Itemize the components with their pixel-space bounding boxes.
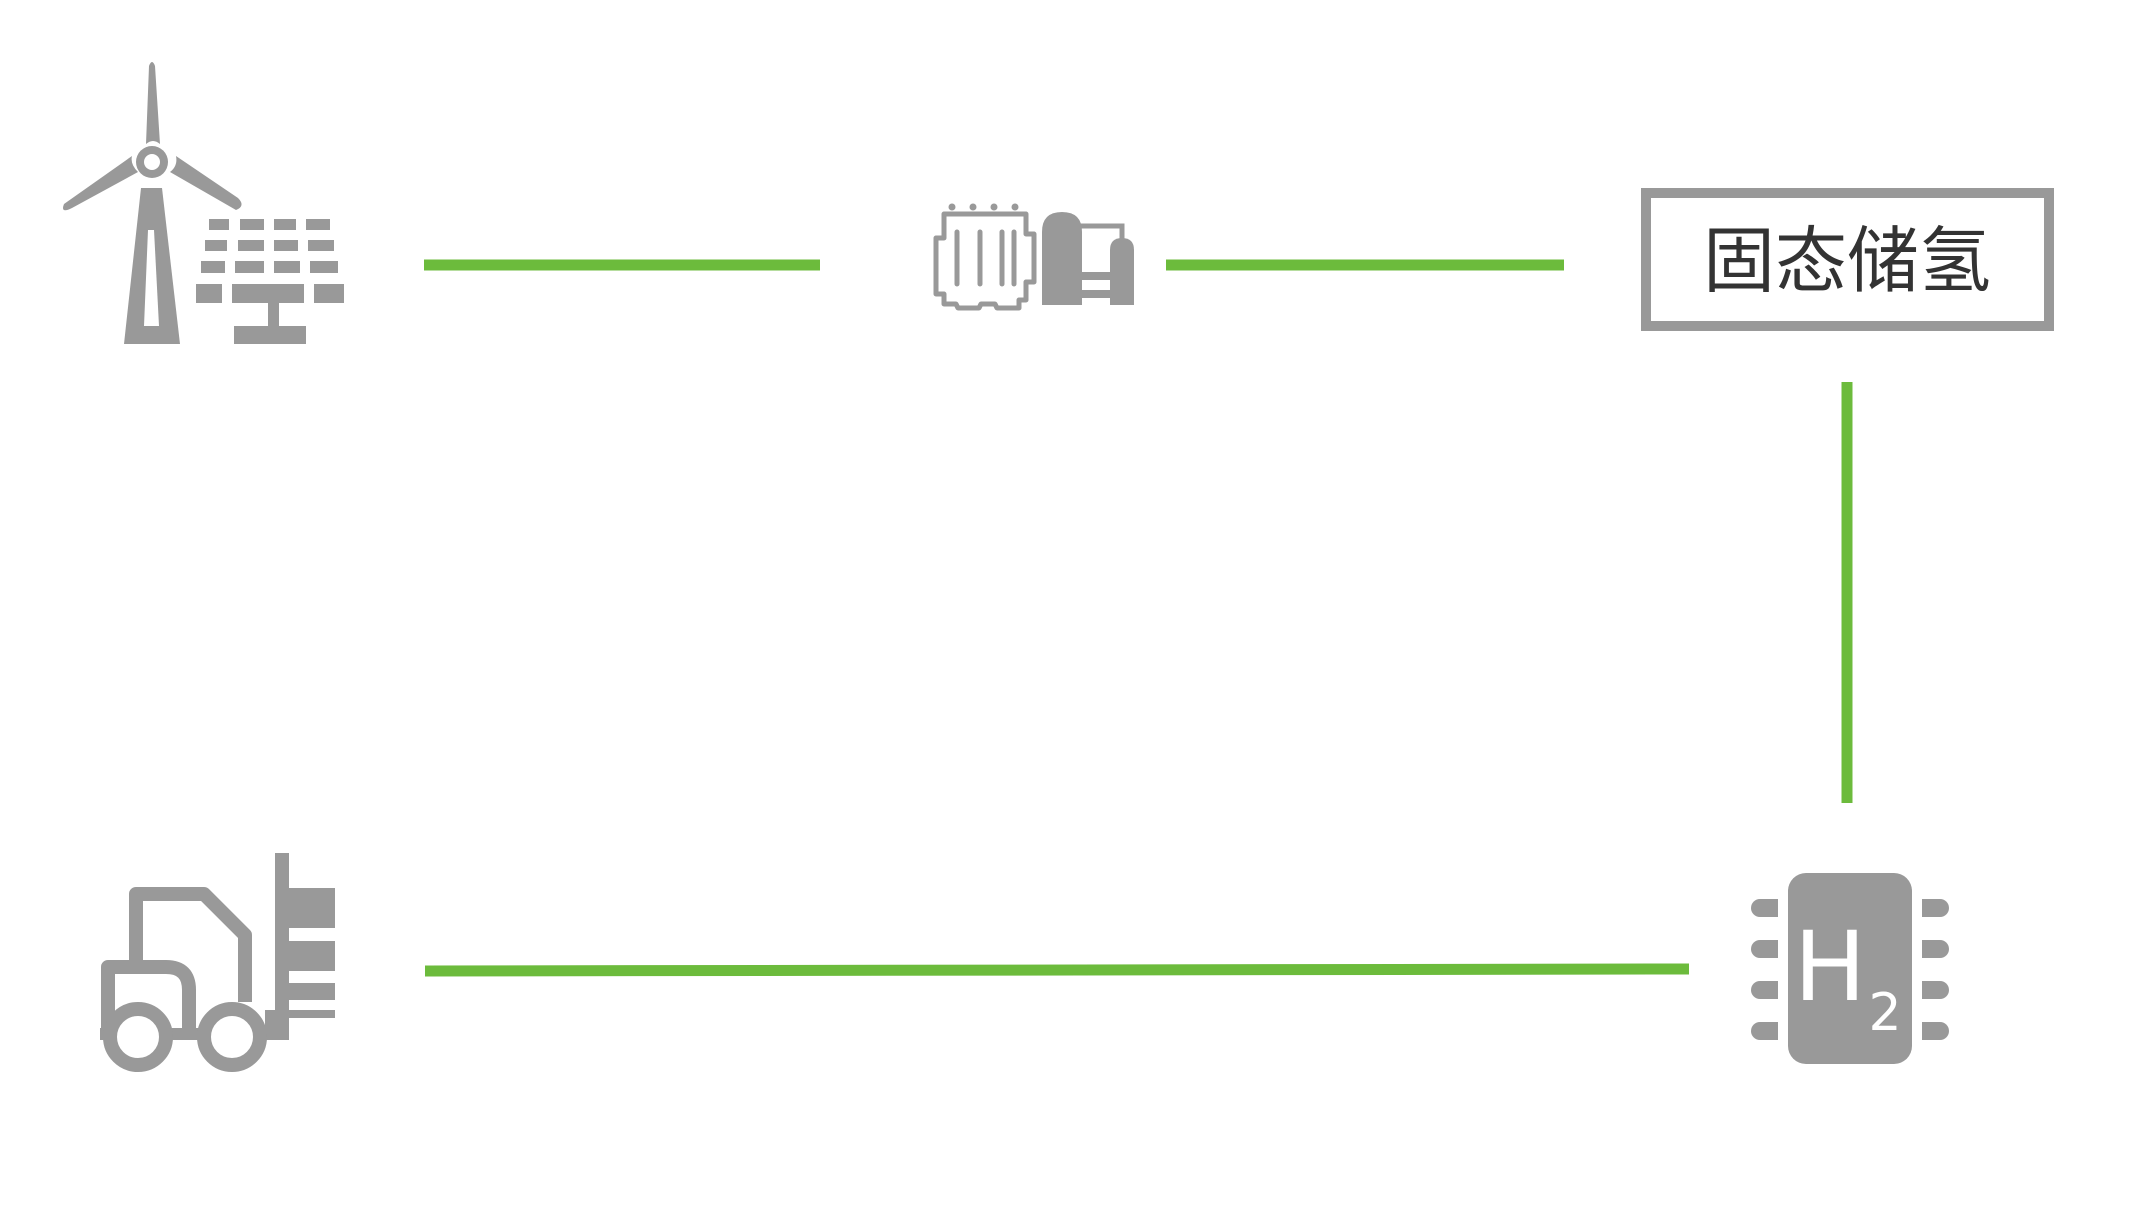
electrolyzer-plant-icon: [933, 203, 1134, 311]
connectors: [424, 259, 1853, 977]
hydrogen-fuel-cell-icon: H 2: [1751, 873, 1949, 1064]
storage-label: 固态储氢: [1703, 219, 1991, 303]
connector-fuel-cell-forklift: [424, 963, 1690, 977]
forklift-icon: [100, 853, 335, 1072]
fuel-cell-symbol: H: [1794, 911, 1866, 1023]
solid-hydrogen-storage-box: 固态储氢: [1641, 188, 2054, 331]
wind-solar-icon: [63, 62, 344, 344]
fuel-cell-subscript: 2: [1868, 983, 1901, 1043]
